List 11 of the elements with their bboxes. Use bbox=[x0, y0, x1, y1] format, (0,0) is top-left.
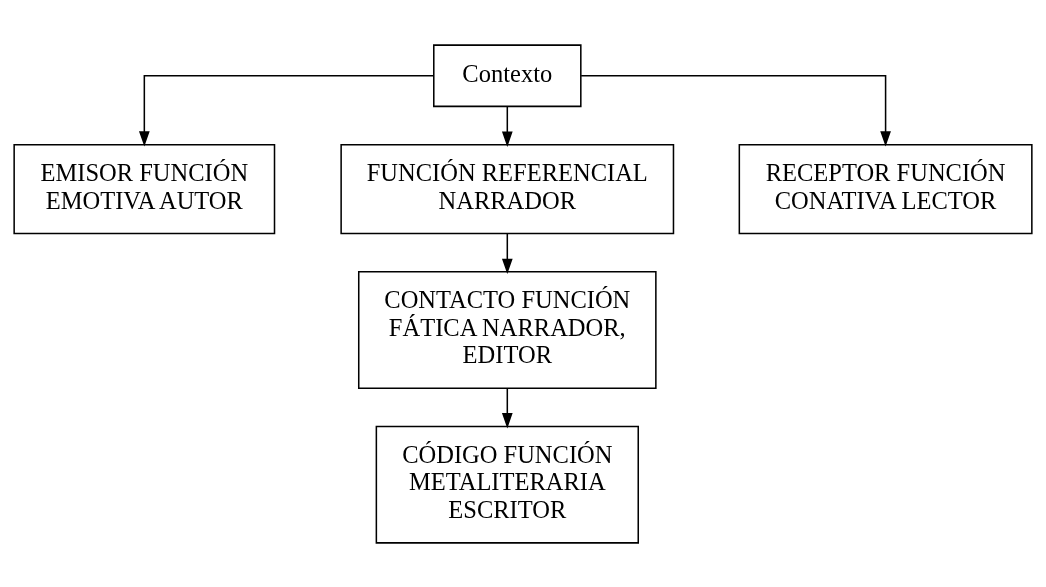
node-box: RECEPTOR FUNCIÓN CONATIVA LECTOR bbox=[738, 143, 1033, 234]
node-box: Contexto bbox=[433, 43, 582, 107]
arrow bbox=[501, 387, 513, 428]
arrow bbox=[580, 74, 891, 147]
node-box: FUNCIÓN REFERENCIAL NARRADOR bbox=[340, 143, 675, 234]
node-box: CÓDIGO FUNCIÓN METALITERARIA ESCRITOR bbox=[375, 425, 639, 544]
node-box: EMISOR FUNCIÓN EMOTIVA AUTOR bbox=[13, 143, 276, 234]
arrow bbox=[501, 105, 513, 147]
arrow bbox=[138, 74, 435, 147]
node-box: CONTACTO FUNCIÓN FÁTICA NARRADOR, EDITOR bbox=[357, 270, 657, 389]
arrow bbox=[501, 232, 513, 274]
